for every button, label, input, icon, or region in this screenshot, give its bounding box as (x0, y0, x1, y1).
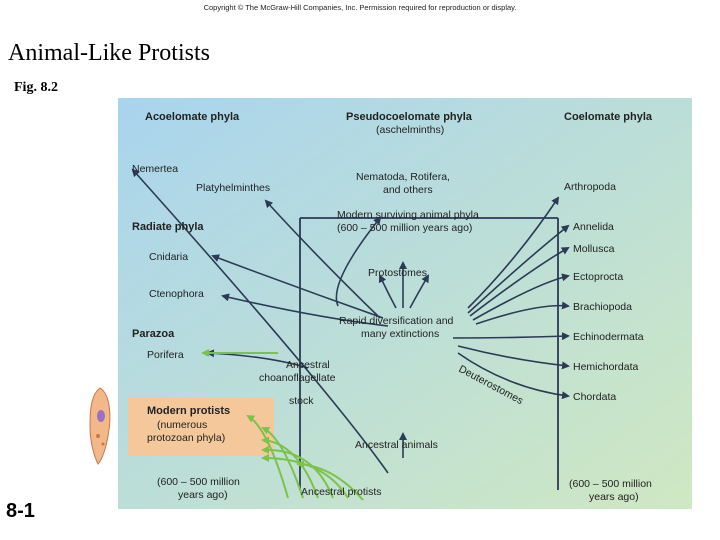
label-phylum-2: Annelida (573, 221, 614, 233)
label-ancestral-protists: Ancestral protists (301, 486, 382, 498)
label-bottom-right-date-1: (600 – 500 million (569, 478, 652, 490)
label-nemertea: Nemertea (132, 163, 178, 175)
label-modern-protists-2: (numerous (157, 419, 207, 431)
copyright-notice: Copyright © The McGraw-Hill Companies, I… (203, 3, 517, 12)
label-ancestral-choano-2: choanoflagellate (259, 372, 336, 384)
modern-protists-box (128, 398, 274, 456)
protist-arrows (201, 349, 364, 501)
figure-label: Fig. 8.2 (14, 80, 58, 95)
label-nematoda-others: and others (383, 184, 433, 196)
label-modern-protists-3: protozoan phyla) (147, 432, 225, 444)
label-many-extinctions: many extinctions (361, 328, 439, 340)
branch-arrows (131, 168, 570, 474)
label-phylum-6: Echinodermata (573, 331, 644, 343)
label-phylum-5: Brachiopoda (573, 301, 632, 313)
label-modern-surviving: Modern surviving animal phyla (337, 209, 479, 221)
label-ancestral-animals: Ancestral animals (355, 439, 438, 451)
label-ctenophora: Ctenophora (149, 288, 204, 300)
label-phylum-3: Mollusca (573, 243, 615, 255)
header-coelomate: Coelomate phyla (564, 111, 653, 123)
label-phylum-8: Chordata (573, 391, 616, 403)
header-pseudocoelomate-sub: (aschelminths) (376, 124, 444, 136)
header-acoelomate: Acoelomate phyla (145, 111, 240, 123)
label-phylum-1: Arthropoda (564, 181, 616, 193)
label-platyhelminthes: Platyhelminthes (196, 182, 270, 194)
label-cnidaria: Cnidaria (149, 251, 188, 263)
label-ancestral-choano-1: Ancestral (286, 359, 330, 371)
label-ancestral-choano-3: stock (289, 395, 314, 407)
label-phylum-4: Ectoprocta (573, 271, 623, 283)
label-nematoda: Nematoda, Rotifera, (356, 171, 450, 183)
label-parazoa: Parazoa (132, 328, 175, 340)
header-pseudocoelomate: Pseudocoelomate phyla (346, 111, 473, 123)
label-bottom-left-date-1: (600 – 500 million (157, 476, 240, 488)
label-bottom-right-date-2: years ago) (589, 491, 639, 503)
time-frame-lines (299, 217, 559, 490)
label-modern-surviving-dates: (600 – 500 million years ago) (337, 222, 472, 234)
label-rapid-diversification: Rapid diversification and (339, 315, 454, 327)
label-bottom-left-date-2: years ago) (178, 489, 228, 501)
slide-title: Animal-Like Protists (8, 40, 210, 66)
slide-number: 8-1 (6, 500, 35, 522)
label-phylum-7: Hemichordata (573, 361, 639, 373)
label-porifera: Porifera (147, 349, 184, 361)
protist-illustration (86, 386, 114, 466)
label-protostomes: Protostomes (368, 267, 427, 279)
label-modern-protists: Modern protists (147, 405, 230, 417)
label-radiate-phyla: Radiate phyla (132, 221, 204, 233)
phylogeny-diagram: Acoelomate phyla Pseudocoelomate phyla (… (118, 98, 692, 509)
